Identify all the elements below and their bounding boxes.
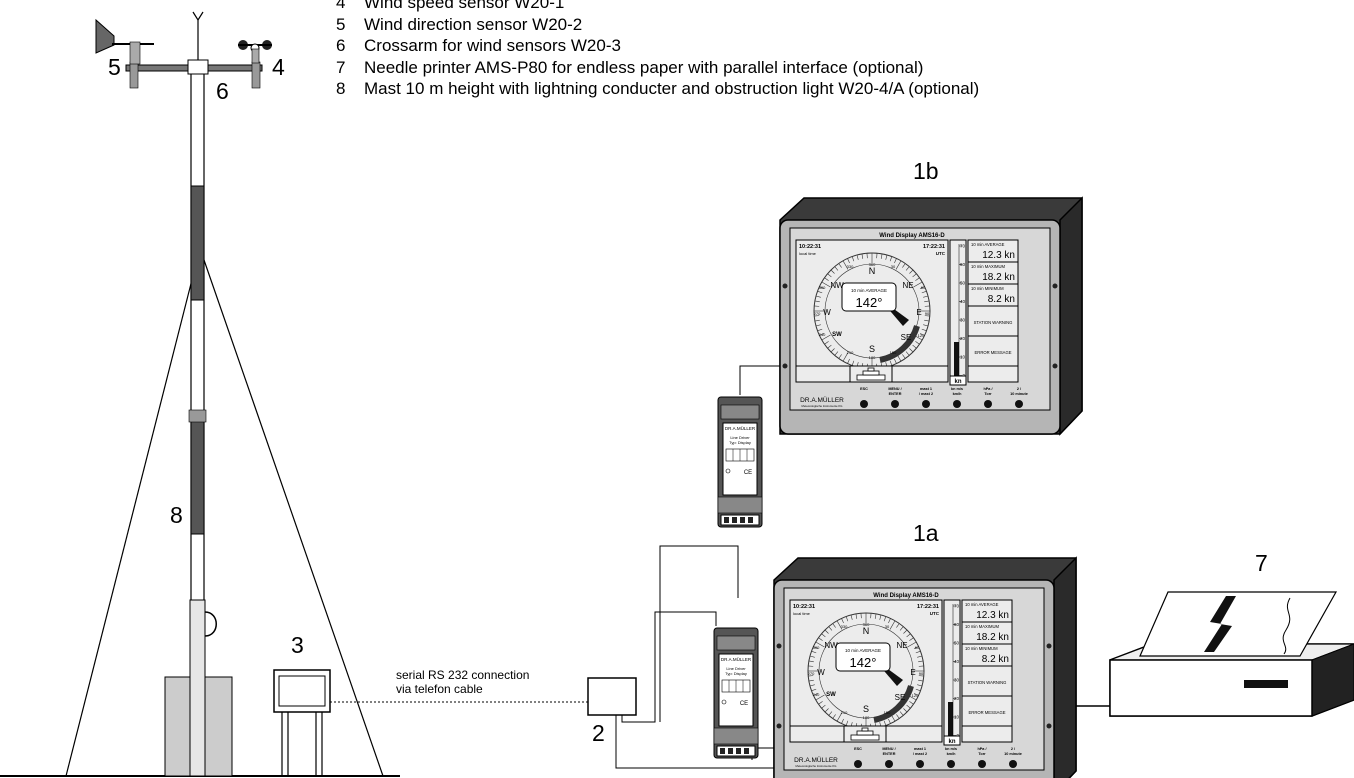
legend-item: 8 Mast 10 m height with lightning conduct… [336, 78, 979, 100]
callout-3: 3 [291, 632, 304, 658]
legend-text: Mast 10 m height with lightning conducte… [364, 79, 980, 98]
guy-wire-right [203, 259, 384, 777]
legend-number: 6 [336, 36, 346, 55]
legend-number: 5 [336, 14, 346, 34]
wind-display-1a [774, 558, 1076, 778]
legend-text: Needle printer AMS-P80 for endless paper… [364, 57, 924, 77]
callout-2: 2 [592, 720, 605, 746]
legend-text: Crossarm for wind sensors W20-3 [364, 36, 621, 55]
callout-4: 4 [272, 54, 285, 80]
legend-text: Wind speed sensor W20-1 [364, 0, 565, 12]
legend-item: 5 Wind direction sensor W20-2 [336, 14, 979, 36]
wind-speed-sensor [238, 40, 272, 64]
legend-number: 8 [336, 79, 346, 98]
legend-number: 4 [336, 0, 346, 12]
callout-8: 8 [170, 502, 183, 528]
connection-note: serial RS 232 connection via telefon cab… [396, 668, 529, 696]
guy-wire-left [65, 259, 198, 777]
connection-note-line2: via telefon cable [396, 682, 483, 696]
crossarm [125, 59, 263, 89]
callout-5: 5 [108, 54, 121, 80]
callout-6: 6 [216, 78, 229, 104]
legend-list: 4 Wind speed sensor W20-1 5 Wind direction … [336, 0, 979, 100]
legend-item: 7 Needle printer AMS-P80 for endless pape… [336, 57, 979, 79]
legend-item: 4 Wind speed sensor W20-1 [336, 0, 979, 14]
legend-item: 6 Crossarm for wind sensors W20-3 [336, 35, 979, 57]
legend-number: 7 [336, 57, 346, 77]
interface-box [587, 677, 637, 716]
legend-text: Wind direction sensor W20-2 [364, 14, 583, 34]
mast [188, 11, 217, 777]
wind-direction-sensor [95, 18, 154, 65]
callout-1b: 1b [913, 158, 939, 184]
connection-note-line1: serial RS 232 connection [396, 668, 530, 682]
junction-box [273, 669, 331, 776]
callout-1a: 1a [913, 520, 939, 546]
line-driver-upper [717, 396, 763, 528]
needle-printer [1109, 591, 1354, 717]
line-driver-lower [713, 627, 759, 759]
callout-7: 7 [1255, 550, 1268, 576]
wind-display-1b [780, 198, 1082, 434]
